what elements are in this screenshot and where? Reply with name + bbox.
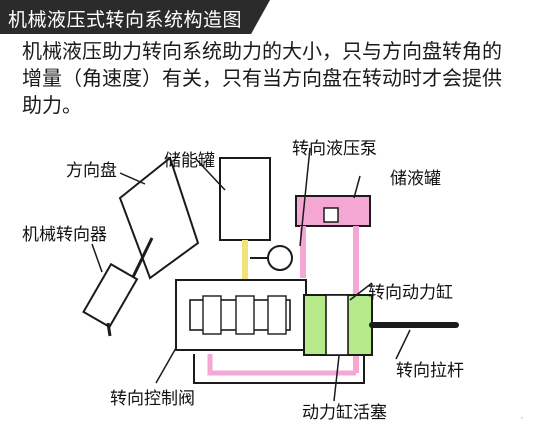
label-reservoir: 储液罐: [390, 169, 441, 189]
diagram-drawing: [82, 147, 459, 402]
power-cylinder-shape: [303, 294, 459, 356]
description: 机械液压助力转向系统助力的大小，只与方向盘转角的 增量（角速度）有关，只有当方向…: [22, 38, 522, 119]
description-line: 增量（角速度）有关，只有当方向盘在转动时才会提供: [22, 66, 502, 90]
label-gear: 机械转向器: [22, 225, 107, 245]
label-steering-wheel: 方向盘: [66, 161, 117, 181]
title-banner: 机械液压式转向系统构造图: [0, 0, 270, 34]
label-control-valve: 转向控制阀: [110, 389, 195, 409]
page-title: 机械液压式转向系统构造图: [8, 9, 243, 31]
accumulator-tank: [219, 157, 271, 241]
control-valve-shape: [175, 279, 307, 351]
label-tie-rod: 转向拉杆: [396, 361, 464, 381]
label-accumulator: 储能罐: [164, 151, 215, 171]
description-line: 机械液压助力转向系统助力的大小，只与方向盘转角的: [22, 39, 502, 63]
description-line: 助力。: [22, 93, 82, 117]
steering-column-shape: [82, 262, 139, 337]
label-pump: 转向液压泵: [292, 139, 377, 159]
watermark: ·: [520, 411, 524, 425]
label-power-cylinder: 转向动力缸: [368, 283, 453, 303]
pump-body: [267, 245, 293, 271]
label-piston: 动力缸活塞: [302, 403, 387, 423]
steering-wheel-shape: [116, 156, 200, 309]
steering-diagram: 方向盘 储能罐 转向液压泵 储液罐 机械转向器 转向动力缸 转向拉杆 转向控制阀…: [0, 118, 534, 435]
